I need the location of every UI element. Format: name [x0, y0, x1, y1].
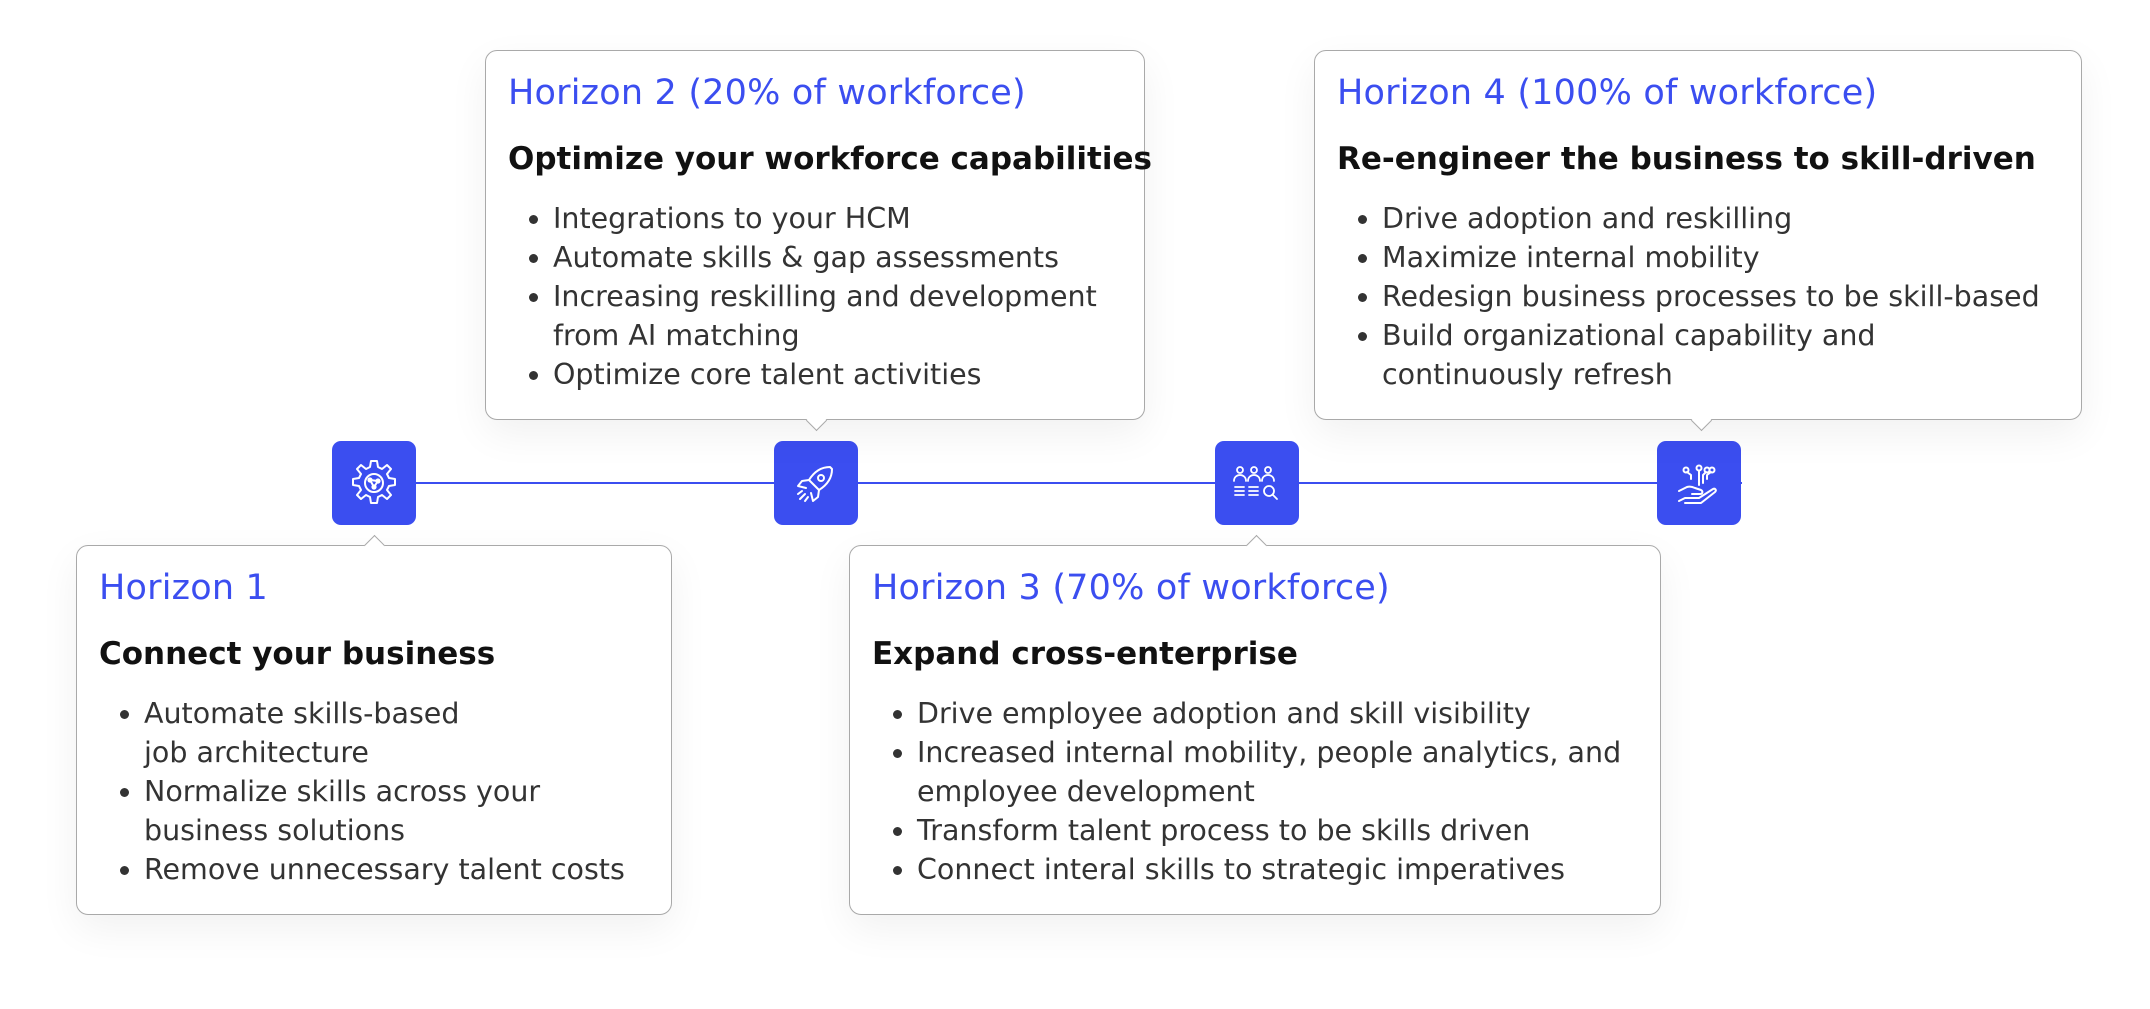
- list-item: Drive employee adoption and skill visibi…: [917, 694, 1647, 733]
- horizon-3-node: [1215, 441, 1299, 525]
- rocket-icon: [797, 466, 833, 502]
- list-item: Connect interal skills to strategic impe…: [917, 850, 1647, 889]
- hand-circuit-icon: [1678, 464, 1717, 504]
- horizon-2-node: [774, 441, 858, 525]
- horizon-4-subtitle: Re-engineer the business to skill-driven: [1337, 141, 2036, 177]
- horizon-3-card: Horizon 3 (70% of workforce) Expand cros…: [849, 534, 1661, 915]
- horizon-1-card: Horizon 1 Connect your business Automate…: [76, 534, 672, 915]
- timeline-line: [374, 482, 1742, 484]
- card-pointer: [805, 409, 828, 431]
- horizon-1-title: Horizon 1: [99, 568, 269, 608]
- list-item: Automate skills & gap assessments: [553, 238, 1123, 277]
- list-item: Build organizational capability and cont…: [1382, 316, 1942, 394]
- list-item: Redesign business processes to be skill-…: [1382, 277, 2082, 316]
- horizon-2-list: Integrations to your HCM Automate skills…: [508, 199, 1123, 394]
- card-pointer: [1245, 534, 1268, 556]
- horizon-4-card: Horizon 4 (100% of workforce) Re-enginee…: [1314, 50, 2082, 431]
- list-item: Optimize core talent activities: [553, 355, 1123, 394]
- list-item: Maximize internal mobility: [1382, 238, 2082, 277]
- list-item: Transform talent process to be skills dr…: [917, 811, 1647, 850]
- list-item: Drive adoption and reskilling: [1382, 199, 2082, 238]
- gear-network-icon: [352, 460, 396, 504]
- card-pointer: [363, 534, 386, 556]
- horizon-4-title: Horizon 4 (100% of workforce): [1337, 73, 1878, 113]
- horizon-2-title: Horizon 2 (20% of workforce): [508, 73, 1026, 113]
- horizon-1-list: Automate skills-based job architecture N…: [99, 694, 654, 889]
- horizon-4-list: Drive adoption and reskilling Maximize i…: [1337, 199, 2082, 394]
- horizon-3-title: Horizon 3 (70% of workforce): [872, 568, 1390, 608]
- horizon-1-node: [332, 441, 416, 525]
- list-item: Remove unnecessary talent costs: [144, 850, 654, 889]
- card-pointer: [1690, 409, 1713, 431]
- list-item: Increased internal mobility, people anal…: [917, 733, 1647, 811]
- list-item: Normalize skills across your business so…: [144, 772, 574, 850]
- list-item: Increasing reskilling and development fr…: [553, 277, 1123, 355]
- list-item: Integrations to your HCM: [553, 199, 1123, 238]
- list-item: Automate skills-based job architecture: [144, 694, 474, 772]
- horizon-4-node: [1657, 441, 1741, 525]
- horizon-1-subtitle: Connect your business: [99, 636, 496, 672]
- horizon-3-list: Drive employee adoption and skill visibi…: [872, 694, 1647, 889]
- people-search-icon: [1233, 466, 1278, 500]
- horizon-2-subtitle: Optimize your workforce capabilities: [508, 141, 1152, 177]
- horizon-2-card: Horizon 2 (20% of workforce) Optimize yo…: [485, 50, 1152, 431]
- horizon-3-subtitle: Expand cross-enterprise: [872, 636, 1298, 672]
